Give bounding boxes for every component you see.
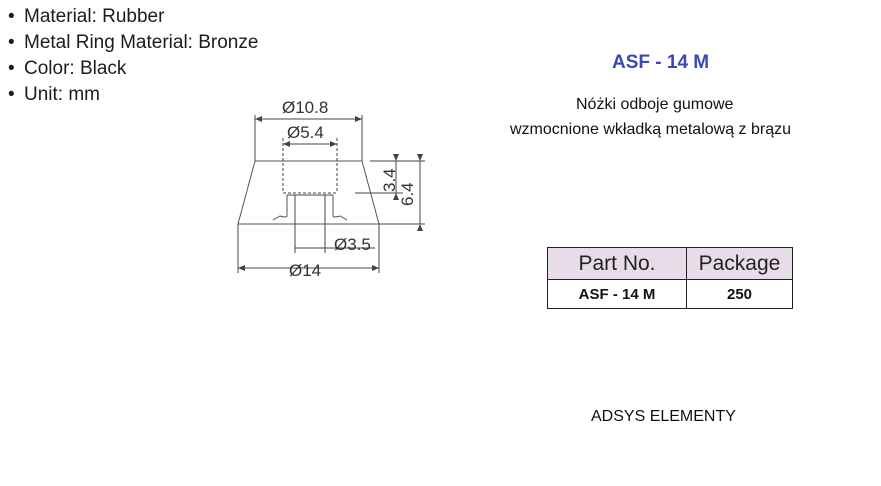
bullet-icon: •: [8, 58, 15, 79]
arrow-icon: [255, 116, 262, 122]
arrow-icon: [355, 116, 362, 122]
spec-list: • Material: Rubber • Metal Ring Material: …: [8, 4, 258, 108]
arrow-icon: [330, 141, 337, 147]
technical-drawing: Ø10.8 Ø5.4 Ø3.5 Ø14 3.4 6.4: [237, 98, 425, 280]
dimension-label: 6.4: [398, 182, 417, 206]
parts-table: Part No. Package ASF - 14 M 250: [547, 247, 793, 309]
arrow-icon: [238, 265, 245, 271]
arrow-icon: [417, 154, 423, 161]
spec-text: Color: Black: [24, 58, 127, 79]
spec-text: Metal Ring Material: Bronze: [24, 32, 259, 53]
spec-item-material: • Material: Rubber: [8, 4, 258, 30]
spec-text: Material: Rubber: [24, 6, 165, 27]
spec-item-color: • Color: Black: [8, 56, 258, 82]
bullet-icon: •: [8, 6, 15, 27]
column-header-part-no: Part No.: [547, 247, 687, 280]
cell-package: 250: [686, 279, 793, 309]
arrow-icon: [283, 141, 290, 147]
metal-insert: [272, 195, 348, 221]
company-name: ADSYS ELEMENTY: [591, 408, 736, 425]
dimension-label: Ø3.5: [334, 235, 371, 254]
bullet-icon: •: [8, 32, 15, 53]
cell-part-no: ASF - 14 M: [547, 279, 687, 309]
spec-item-unit: • Unit: mm: [8, 82, 258, 108]
arrow-icon: [372, 265, 379, 271]
product-description-line1: Nóżki odboje gumowe: [576, 96, 734, 113]
spec-text: Unit: mm: [24, 84, 100, 105]
dimension-label: 3.4: [380, 168, 399, 192]
product-description-line2: wzmocnione wkładką metalową z brązu: [510, 121, 792, 138]
dimension-label: Ø14: [289, 261, 321, 280]
bullet-icon: •: [8, 84, 15, 105]
column-header-package: Package: [686, 247, 793, 280]
arrow-icon: [417, 224, 423, 231]
table-row: ASF - 14 M 250: [547, 279, 793, 309]
dimension-label: Ø10.8: [282, 98, 328, 117]
spec-item-metal-ring: • Metal Ring Material: Bronze: [8, 30, 258, 56]
table-header-row: Part No. Package: [547, 247, 793, 280]
product-code: ASF - 14 M: [612, 52, 710, 73]
arrow-icon: [393, 193, 399, 200]
arrow-icon: [393, 154, 399, 161]
dimension-label: Ø5.4: [287, 123, 324, 142]
